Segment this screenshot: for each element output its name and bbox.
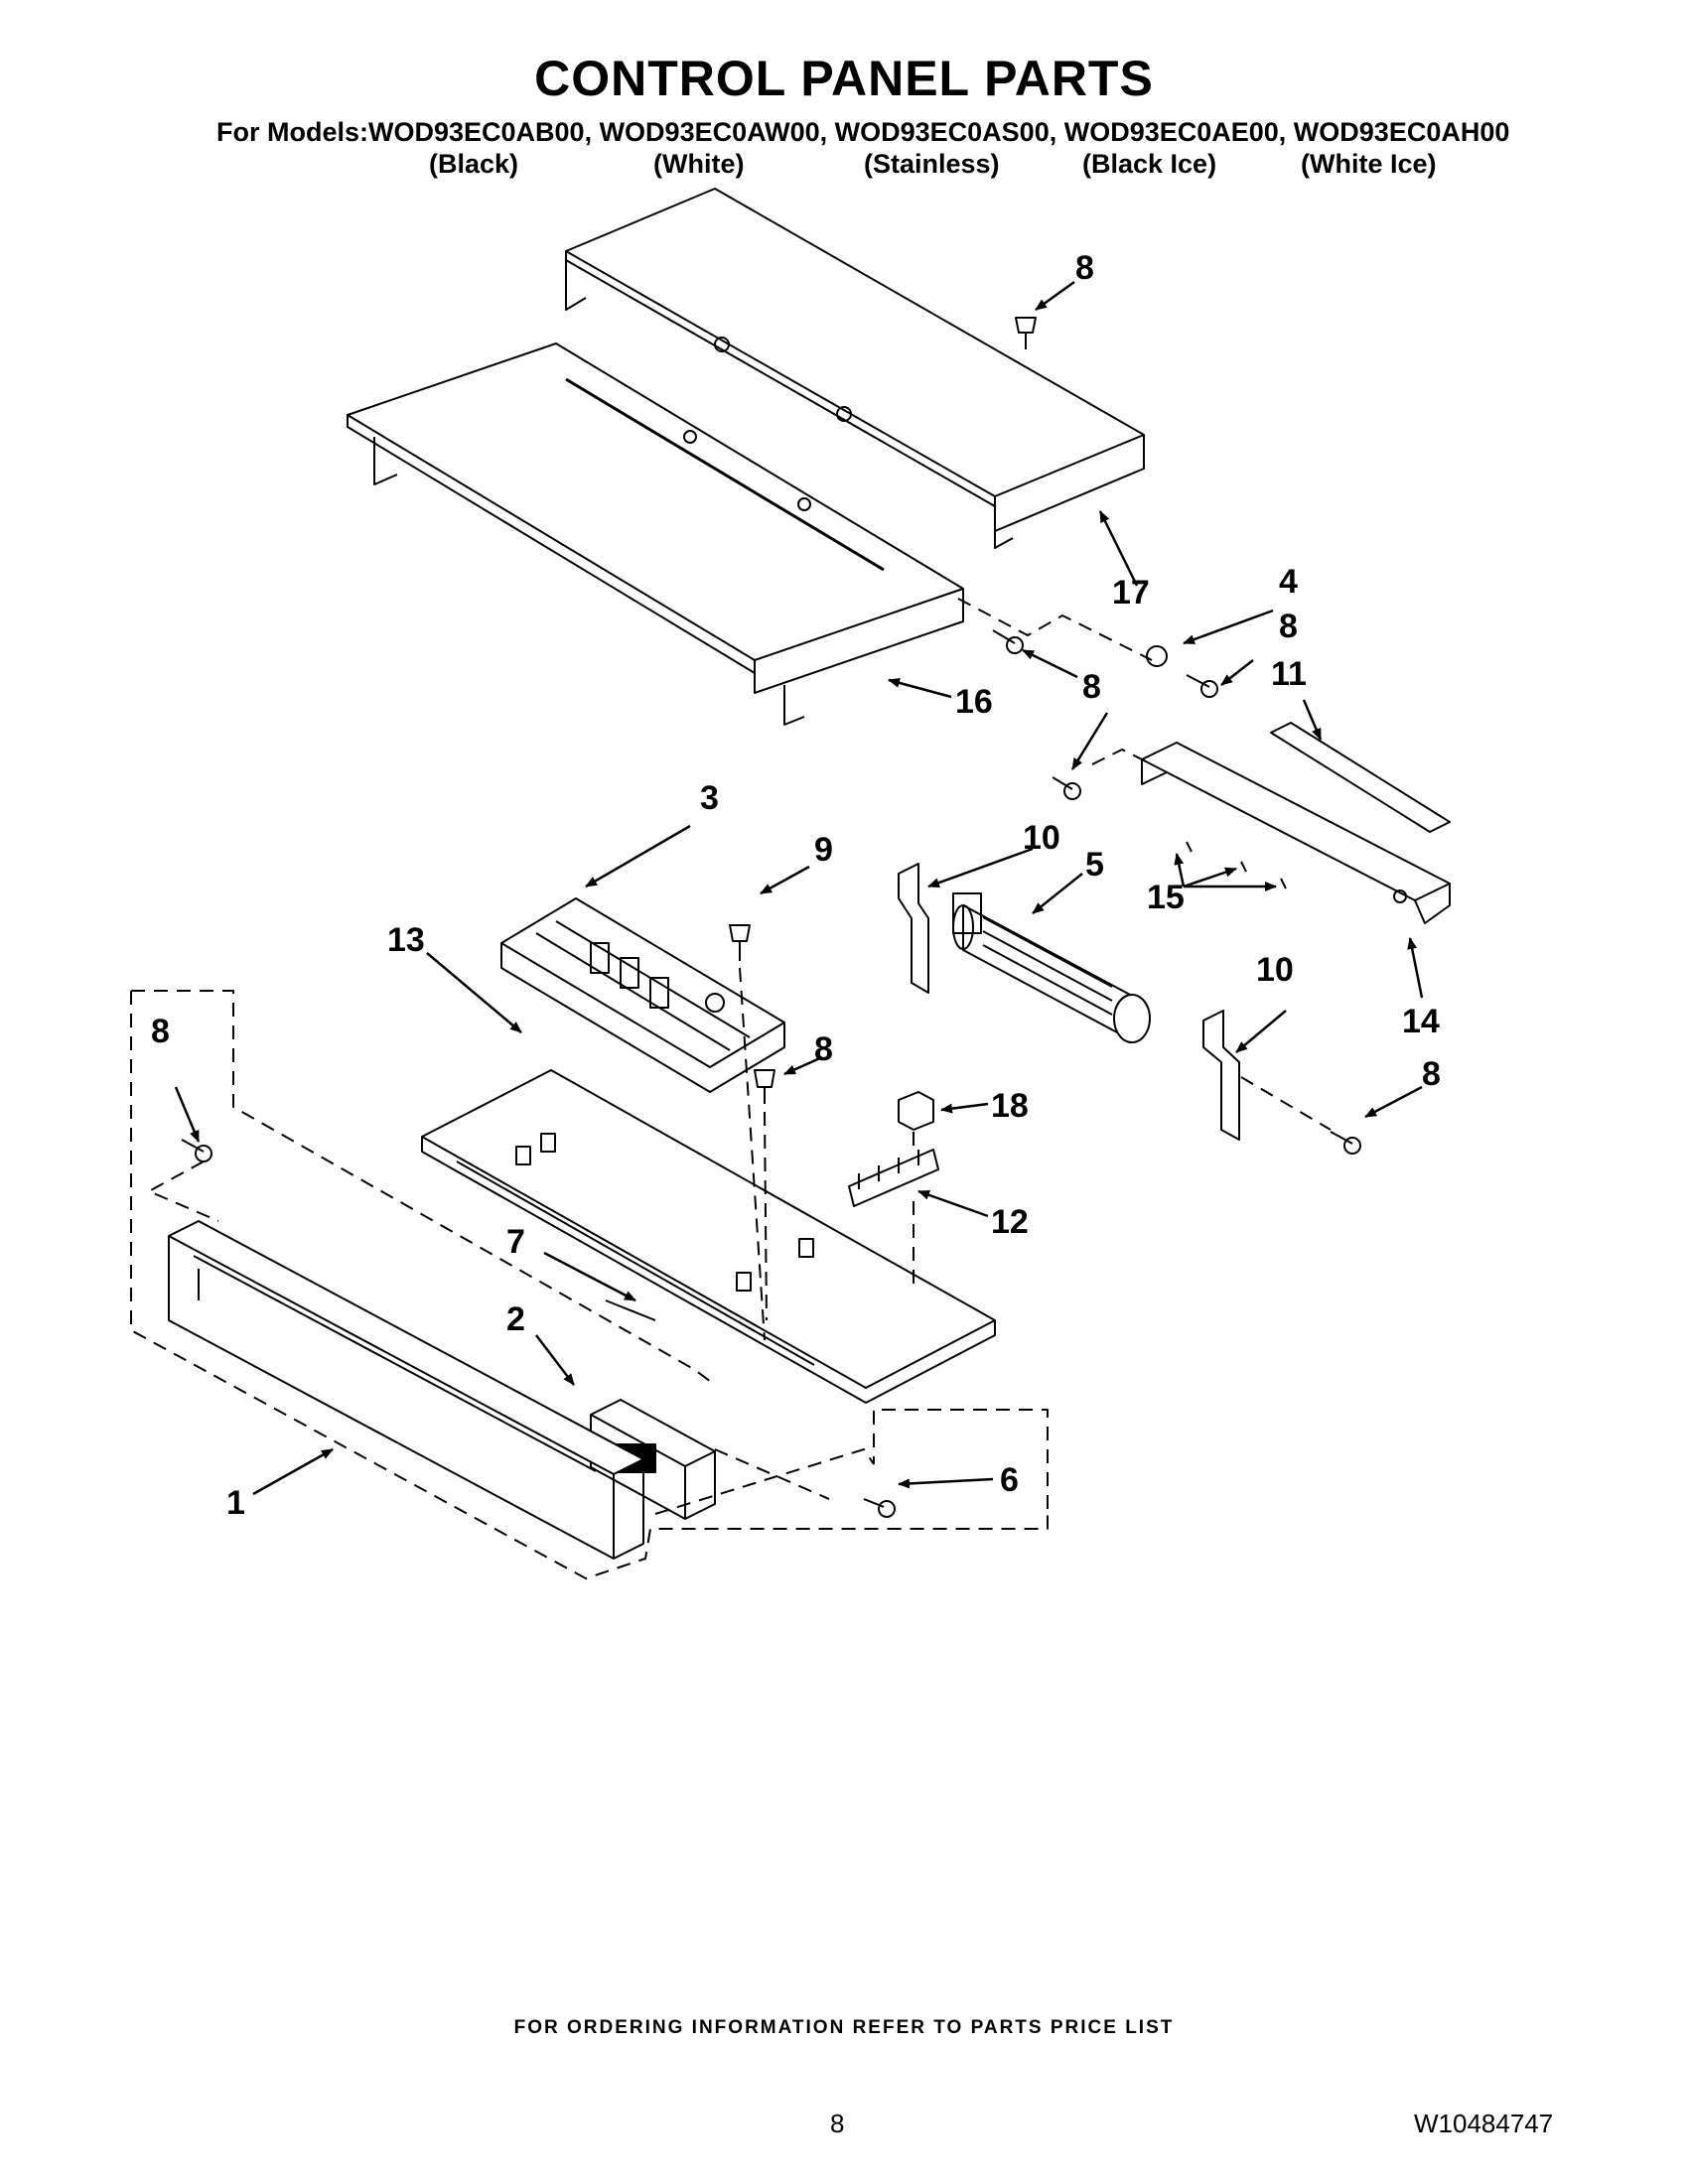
model-color-white: (White) bbox=[653, 149, 745, 179]
callout-13: 13 bbox=[387, 921, 425, 959]
part-11-strip bbox=[1270, 722, 1451, 833]
callout-10-lower: 10 bbox=[1256, 951, 1294, 989]
leader-13 bbox=[426, 952, 522, 1033]
leader-8-bracket bbox=[1070, 712, 1109, 770]
callout-6: 6 bbox=[1000, 1461, 1019, 1499]
callout-1: 1 bbox=[226, 1484, 245, 1522]
part-17-top-cover bbox=[565, 188, 1145, 549]
leader-3 bbox=[585, 824, 691, 888]
callout-12: 12 bbox=[991, 1203, 1029, 1241]
leader-15-b bbox=[1183, 867, 1237, 888]
callout-17: 17 bbox=[1112, 574, 1150, 612]
leader-8-lower-right bbox=[1364, 1085, 1423, 1119]
part-16-bottom-cover bbox=[347, 342, 964, 726]
callout-16: 16 bbox=[955, 683, 993, 721]
model-color-black-ice: (Black Ice) bbox=[1082, 149, 1217, 179]
assembly-lines bbox=[130, 598, 1332, 1579]
callout-10-upper: 10 bbox=[1023, 819, 1060, 857]
leader-1 bbox=[252, 1447, 334, 1496]
model-color-black: (Black) bbox=[429, 149, 519, 179]
screws bbox=[181, 317, 1361, 1518]
callout-3: 3 bbox=[700, 779, 719, 817]
callout-8-left: 8 bbox=[151, 1013, 170, 1050]
leader-10-upper bbox=[927, 847, 1034, 888]
part-5-cooling-fan bbox=[952, 892, 1151, 1043]
leader-11 bbox=[1302, 699, 1323, 741]
part-10-bracket-upper bbox=[898, 863, 929, 994]
leader-8-right bbox=[1220, 659, 1254, 686]
part-13-mounting-plate bbox=[421, 1069, 996, 1404]
callout-8-lower-right: 8 bbox=[1422, 1055, 1441, 1093]
callout-7: 7 bbox=[506, 1223, 525, 1261]
page-number: 8 bbox=[830, 2109, 845, 2138]
part-14-bracket bbox=[1141, 742, 1451, 924]
callout-8-center: 8 bbox=[814, 1030, 833, 1068]
callout-18: 18 bbox=[991, 1087, 1029, 1125]
part-1-control-panel-trim bbox=[168, 1220, 644, 1560]
leader-15-a bbox=[1174, 853, 1186, 887]
leader-2 bbox=[535, 1334, 575, 1386]
part-12-terminal-block bbox=[848, 1149, 939, 1207]
leader-16 bbox=[888, 678, 952, 699]
callout-9: 9 bbox=[814, 831, 833, 869]
document-number: W10484747 bbox=[1414, 2109, 1554, 2138]
leader-6 bbox=[898, 1477, 994, 1489]
leader-8-mid bbox=[1022, 648, 1078, 679]
leader-5 bbox=[1032, 873, 1083, 914]
page-title: CONTROL PANEL PARTS bbox=[534, 51, 1154, 106]
part-7-sensor bbox=[605, 1299, 656, 1321]
models-line: For Models:WOD93EC0AB00, WOD93EC0AW00, W… bbox=[216, 117, 1510, 147]
leader-8-center bbox=[783, 1055, 823, 1076]
leader-7 bbox=[543, 1251, 636, 1302]
leader-4 bbox=[1183, 609, 1274, 645]
callout-8-mid: 8 bbox=[1082, 668, 1101, 706]
callout-8-top: 8 bbox=[1075, 249, 1094, 287]
callout-5: 5 bbox=[1085, 846, 1104, 884]
leader-9 bbox=[760, 865, 810, 895]
part-3-control-board bbox=[500, 897, 785, 1093]
leader-14 bbox=[1407, 937, 1424, 999]
leader-17 bbox=[1098, 510, 1139, 587]
leader-18 bbox=[940, 1102, 989, 1114]
leader-10-lower bbox=[1235, 1010, 1287, 1053]
callout-4: 4 bbox=[1279, 563, 1298, 601]
leader-8-left bbox=[174, 1086, 201, 1143]
callout-14: 14 bbox=[1402, 1003, 1440, 1040]
part-10-bracket-lower bbox=[1202, 1010, 1240, 1141]
model-color-white-ice: (White Ice) bbox=[1301, 149, 1437, 179]
ordering-note: FOR ORDERING INFORMATION REFER TO PARTS … bbox=[513, 2017, 1175, 2038]
callout-2: 2 bbox=[506, 1300, 525, 1338]
callout-15: 15 bbox=[1147, 879, 1185, 916]
leader-8-top bbox=[1035, 280, 1075, 312]
leader-12 bbox=[917, 1189, 989, 1218]
part-18-nut bbox=[898, 1091, 934, 1131]
callout-11: 11 bbox=[1271, 655, 1307, 693]
model-color-stainless: (Stainless) bbox=[864, 149, 1000, 179]
callout-8-right: 8 bbox=[1279, 608, 1298, 645]
